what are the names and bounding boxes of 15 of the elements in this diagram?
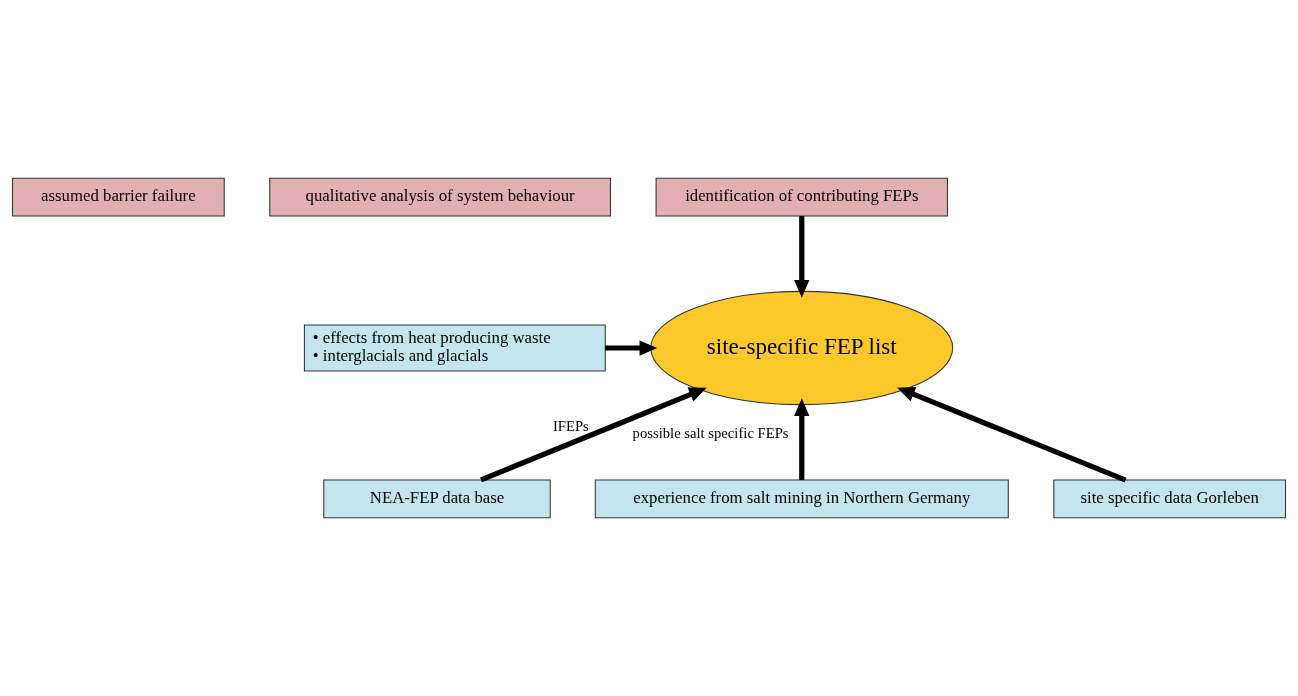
edge-label: possible salt specific FEPs [632,425,789,442]
arrow [794,216,810,298]
node-box: NEA-FEP data base [323,479,551,519]
arrow [794,398,810,480]
node-box: site specific data Gorleben [1053,479,1287,519]
arrow [605,340,658,356]
node-box: experience from salt mining in Northern Germany [594,479,1009,519]
node-box: qualitative analysis of system behaviour [269,177,611,217]
node-box: assumed barrier failure [11,177,225,217]
node-box: • effects from heat producing waste • interglacials and glacials [303,324,606,372]
arrow [897,387,1127,483]
node-ellipse: site-specific FEP list [650,290,954,406]
arrow [480,387,707,483]
node-box: identification of contributing FEPs [655,177,948,217]
edge-label: IFEPs [552,418,589,435]
